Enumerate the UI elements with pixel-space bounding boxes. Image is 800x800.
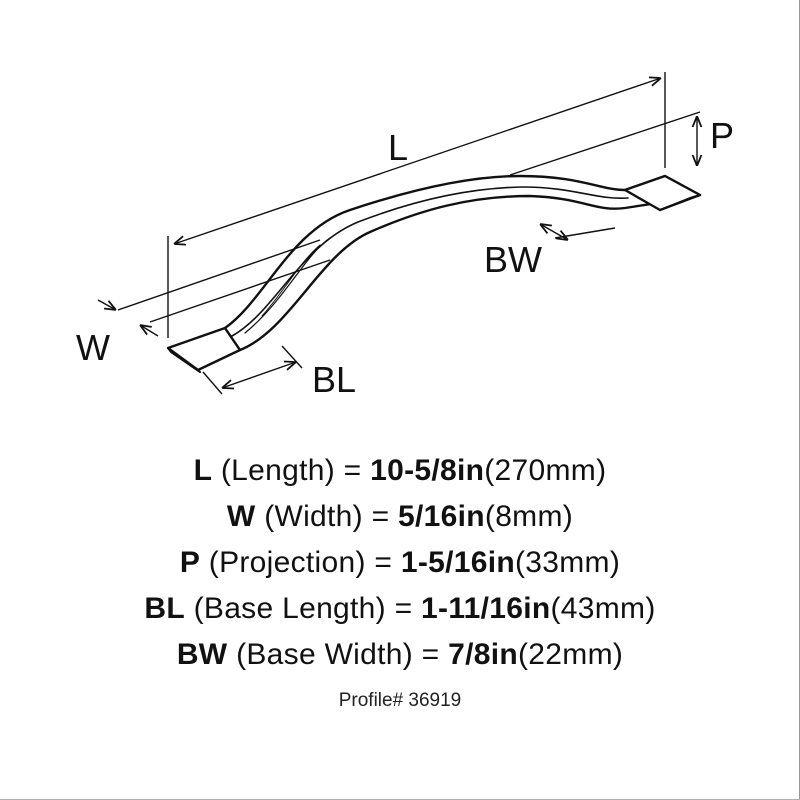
spec-name: (Projection) = [208, 546, 401, 579]
length-label: L [388, 127, 408, 168]
length-dimension-line [174, 78, 661, 244]
spec-row-projection: P (Projection) = 1-5/16in(33mm) [0, 540, 800, 586]
spec-abbr: L [193, 454, 213, 487]
dimension-specifications: L (Length) = 10-5/8in(270mm) W (Width) =… [0, 448, 800, 678]
base-width-extension [554, 227, 616, 239]
width-arrow-bottom [140, 325, 159, 337]
spec-name: (Base Width) = [236, 638, 449, 671]
cabinet-pull-handle [166, 174, 702, 373]
spec-imperial: 5/16in [398, 500, 485, 533]
spec-name: (Length) = [220, 454, 371, 487]
spec-imperial: 7/8in [448, 638, 519, 671]
spec-abbr: P [179, 546, 201, 579]
spec-abbr: W [226, 500, 256, 533]
spec-row-length: L (Length) = 10-5/8in(270mm) [0, 448, 800, 494]
projection-extension-top [509, 111, 701, 176]
spec-metric: (270mm) [484, 454, 607, 487]
spec-row-base-width: BW (Base Width) = 7/8in(22mm) [0, 632, 800, 678]
spec-abbr: BL [144, 592, 185, 625]
spec-imperial: 10-5/8in [370, 454, 485, 487]
spec-name: (Width) = [264, 500, 399, 533]
spec-imperial: 1-11/16in [421, 592, 551, 625]
base-width-label: BW [484, 239, 542, 280]
projection-label: P [710, 115, 734, 156]
handle-dimension-drawing: L P W BW BL [76, 72, 734, 400]
spec-row-width: W (Width) = 5/16in(8mm) [0, 494, 800, 540]
spec-metric: (22mm) [518, 638, 624, 671]
spec-metric: (8mm) [484, 500, 574, 533]
spec-abbr: BW [176, 638, 228, 671]
dimension-lines [97, 72, 701, 395]
spec-name: (Base Length) = [193, 592, 422, 625]
width-arrow-top [97, 299, 116, 310]
profile-number: Profile# 36919 [338, 690, 462, 711]
base-length-extension-right [281, 345, 303, 369]
spec-row-base-length: BL (Base Length) = 1-11/16in(43mm) [0, 586, 800, 632]
base-length-extension-left [202, 371, 223, 395]
spec-imperial: 1-5/16in [400, 546, 515, 579]
width-extension-inner [149, 259, 331, 323]
base-length-label: BL [312, 359, 356, 400]
base-length-dimension-line [222, 362, 296, 388]
width-extension-outer [117, 239, 321, 311]
base-width-dimension-line [540, 224, 568, 240]
spec-metric: (33mm) [515, 546, 621, 579]
spec-metric: (43mm) [550, 592, 656, 625]
width-label: W [76, 327, 110, 368]
